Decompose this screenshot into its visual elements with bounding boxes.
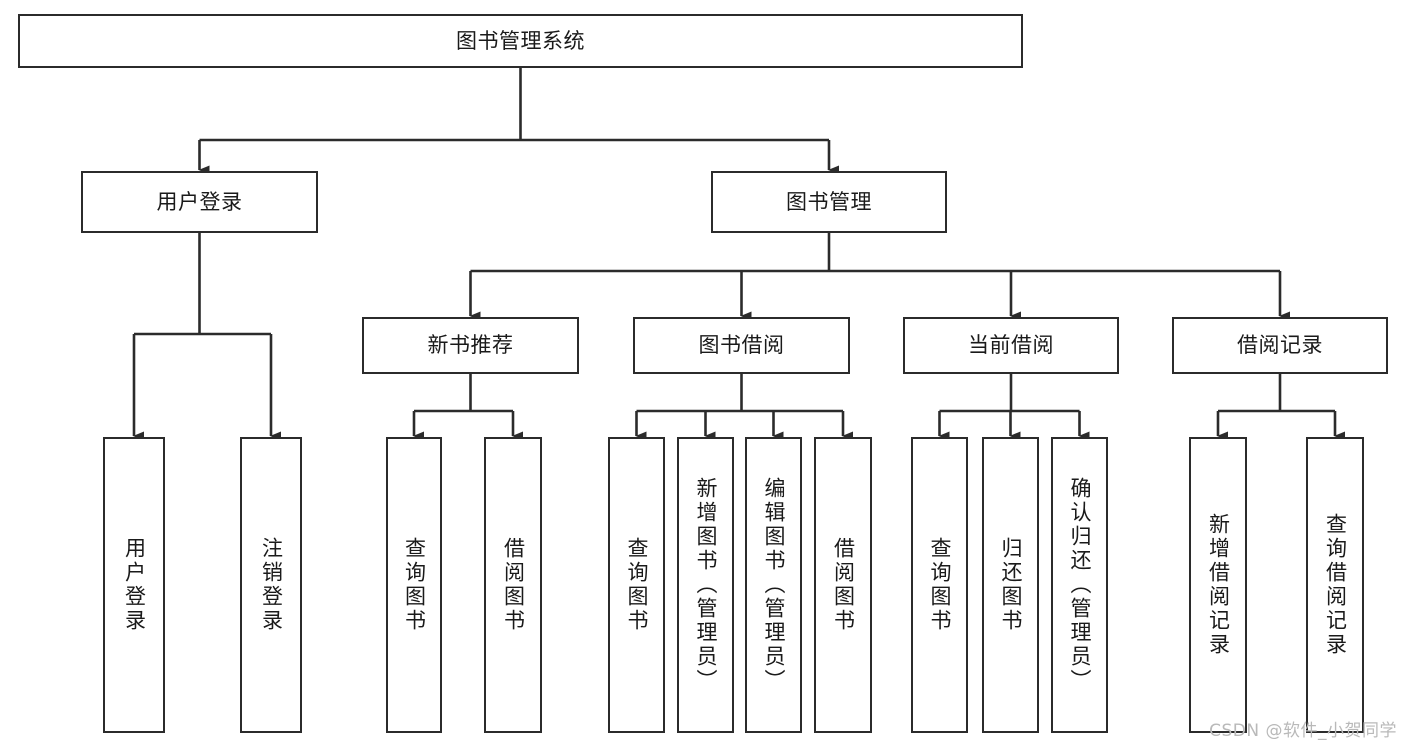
leaf-node-query-book-2[interactable]: 查询图书 (608, 437, 665, 733)
node-book-management[interactable]: 图书管理 (711, 171, 947, 233)
leaf-node-query-book-3[interactable]: 查询图书 (911, 437, 968, 733)
node-label: 查询图书 (402, 537, 427, 633)
leaf-node-borrow-book-2[interactable]: 借阅图书 (814, 437, 872, 733)
node-current-borrowing[interactable]: 当前借阅 (903, 317, 1119, 374)
node-label: 归还图书 (999, 537, 1023, 633)
node-user-login[interactable]: 用户登录 (81, 171, 318, 233)
node-label: 图书管理 (786, 189, 872, 214)
node-borrowing-records[interactable]: 借阅记录 (1172, 317, 1388, 374)
node-label: 图书借阅 (698, 333, 785, 358)
node-label: 新增借阅记录 (1206, 513, 1231, 657)
node-label: 查询借阅记录 (1323, 513, 1348, 657)
node-label: 借阅图书 (831, 537, 856, 633)
node-book-borrowing[interactable]: 图书借阅 (633, 317, 850, 374)
leaf-node-query-borrowing-record[interactable]: 查询借阅记录 (1306, 437, 1364, 733)
node-label: 新增图书（管理员） (694, 477, 718, 693)
node-label: 当前借阅 (968, 333, 1054, 358)
leaf-node-borrow-book-1[interactable]: 借阅图书 (484, 437, 542, 733)
node-label: 确认归还（管理员） (1068, 477, 1092, 693)
leaf-node-return-book[interactable]: 归还图书 (982, 437, 1039, 733)
node-label: 用户登录 (156, 189, 243, 214)
leaf-node-edit-book-admin[interactable]: 编辑图书（管理员） (745, 437, 802, 733)
node-label: 借阅图书 (501, 537, 526, 633)
node-new-book-recommendation[interactable]: 新书推荐 (362, 317, 579, 374)
node-label: 用户登录 (122, 537, 147, 633)
node-label: 注销登录 (259, 537, 284, 633)
node-label: 查询图书 (625, 537, 649, 633)
leaf-node-add-book-admin[interactable]: 新增图书（管理员） (677, 437, 734, 733)
node-label: 图书管理系统 (456, 28, 585, 53)
node-root-book-management-system[interactable]: 图书管理系统 (18, 14, 1023, 68)
node-label: 借阅记录 (1237, 333, 1323, 358)
leaf-node-add-borrowing-record[interactable]: 新增借阅记录 (1189, 437, 1247, 733)
node-label: 新书推荐 (427, 333, 514, 358)
leaf-node-user-login[interactable]: 用户登录 (103, 437, 165, 733)
edges-group (132, 68, 1345, 441)
leaf-node-logout[interactable]: 注销登录 (240, 437, 302, 733)
node-label: 编辑图书（管理员） (762, 477, 786, 693)
node-label: 查询图书 (928, 537, 952, 633)
leaf-node-confirm-return-admin[interactable]: 确认归还（管理员） (1051, 437, 1108, 733)
leaf-node-query-book-1[interactable]: 查询图书 (386, 437, 442, 733)
